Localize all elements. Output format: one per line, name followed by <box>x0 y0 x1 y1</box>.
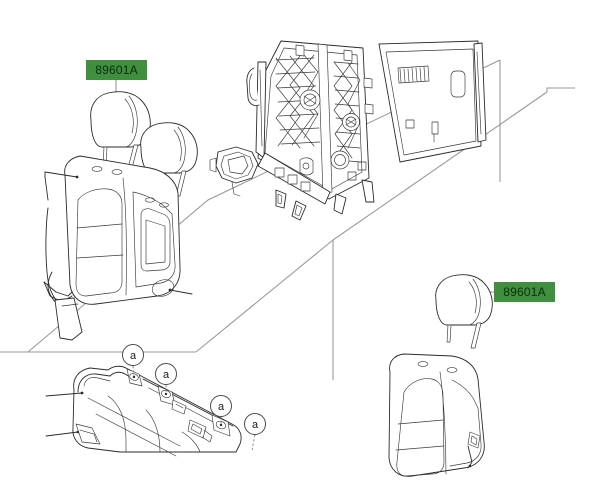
reference-marker-group: a a a a <box>122 344 266 451</box>
part-label-89601a-lower[interactable]: 89601A <box>494 282 555 302</box>
reference-marker-a-4: a <box>244 413 266 451</box>
svg-text:a: a <box>163 369 170 381</box>
seat-back-frame <box>209 40 375 221</box>
reference-marker-a-2: a <box>155 363 177 394</box>
reference-marker-a-3: a <box>210 395 232 425</box>
svg-text:a: a <box>218 401 225 413</box>
svg-text:a: a <box>252 419 259 431</box>
seat-back-cushion-right <box>388 353 485 477</box>
seat-bottom-cushion <box>45 365 242 457</box>
headrest-rear-single <box>435 274 494 349</box>
reference-marker-a-1: a <box>122 344 144 377</box>
svg-text:a: a <box>130 350 137 362</box>
rear-trim-panel <box>378 40 487 163</box>
seat-back-cushion-left <box>43 155 193 341</box>
part-label-89601a-upper[interactable]: 89601A <box>86 60 147 80</box>
